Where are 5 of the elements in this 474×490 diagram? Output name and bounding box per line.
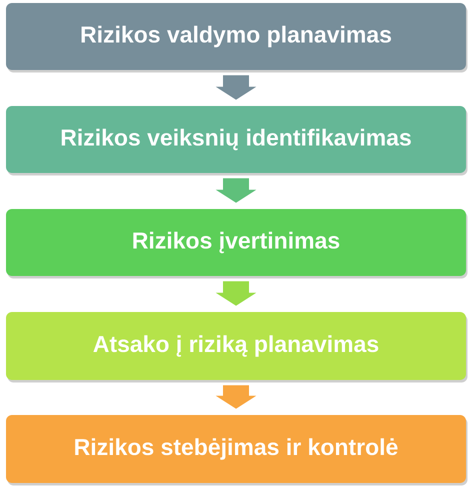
process-box: Rizikos stebėjimas ir kontrolė	[6, 415, 468, 486]
process-box: Rizikos veiksnių identifikavimas	[6, 106, 468, 176]
process-box: Rizikos valdymo planavimas	[6, 3, 468, 72]
process-box: Rizikos įvertinimas	[6, 209, 468, 278]
process-box: Atsako į riziką planavimas	[6, 312, 468, 382]
